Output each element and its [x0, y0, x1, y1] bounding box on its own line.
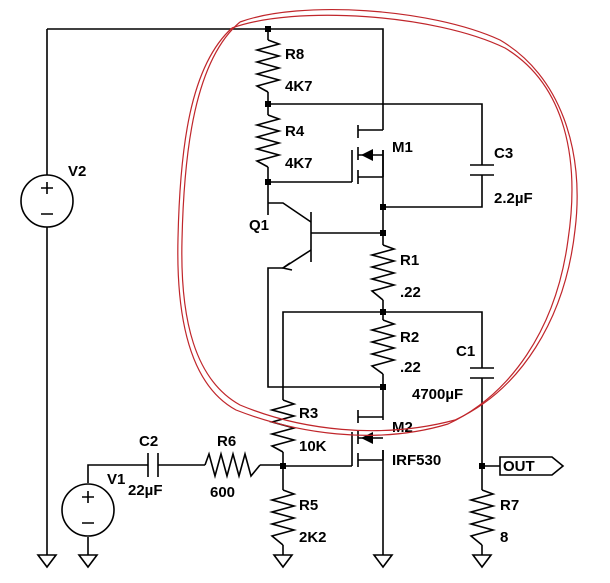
label-r8-value: 4K7 [285, 78, 313, 95]
label-c3-ref: C3 [494, 145, 513, 162]
resistor-r6 [204, 450, 261, 480]
red-circle-annotation [177, 9, 578, 436]
transistor-q1 [268, 202, 312, 271]
label-r4-ref: R4 [285, 123, 305, 140]
capacitor-c1 [470, 367, 494, 379]
resistors [204, 39, 497, 546]
label-m2-ref: M2 [392, 419, 413, 436]
resistor-r7 [467, 489, 497, 546]
label-c1-value: 4700µF [412, 386, 463, 403]
resistor-r3 [268, 399, 298, 453]
label-r6-value: 600 [210, 484, 235, 501]
transistor-m2 [351, 410, 384, 467]
label-r5-ref: R5 [299, 497, 318, 514]
label-c1-ref: C1 [456, 343, 475, 360]
ground-r5 [272, 554, 294, 569]
resistor-r2 [368, 319, 398, 375]
capacitors [147, 164, 494, 477]
label-m2-value: IRF530 [392, 452, 441, 469]
resistor-r4 [253, 114, 283, 168]
label-v2-ref: V2 [68, 163, 86, 180]
label-c2-value: 22µF [128, 482, 163, 499]
ground-r7 [471, 554, 493, 569]
wire-c3-bottom [383, 175, 483, 208]
label-r4-value: 4K7 [285, 155, 313, 172]
ground-m2 [372, 554, 394, 569]
label-r7-value: 8 [500, 529, 508, 546]
label-r1-value: .22 [400, 284, 421, 301]
label-r5-value: 2K2 [299, 529, 327, 546]
resistor-r1 [368, 244, 398, 301]
wire-midpoint-c1 [383, 311, 483, 368]
label-m1-ref: M1 [392, 139, 413, 156]
label-r8-ref: R8 [285, 46, 304, 63]
wire-v1-c2 [87, 464, 148, 483]
resistor-r8 [253, 39, 283, 93]
voltage-source-v2 [20, 174, 74, 228]
wire-q1-emitter [267, 267, 383, 388]
capacitor-c3 [470, 164, 494, 176]
voltage-sources [20, 174, 115, 537]
junction-nodes [265, 26, 485, 469]
label-c2-ref: C2 [139, 433, 158, 450]
label-r3-value: 10K [299, 438, 327, 455]
wire-top-rail [47, 28, 384, 130]
label-r3-ref: R3 [299, 405, 318, 422]
label-r2-ref: R2 [400, 329, 419, 346]
net-label-out: OUT [499, 456, 565, 476]
ground-v1 [77, 554, 99, 569]
ground-v2 [36, 554, 58, 569]
net-label-out-text: OUT [503, 458, 535, 475]
transistor-m1 [351, 125, 384, 184]
capacitor-c2 [147, 453, 159, 477]
label-r7-ref: R7 [500, 497, 519, 514]
label-v1-ref: V1 [107, 471, 125, 488]
label-r6-ref: R6 [217, 433, 236, 450]
component-labels: R8 4K7 R4 4K7 M1 C3 2.2µF V2 Q1 R1 .22 R… [68, 46, 533, 546]
wire-c3-top [268, 103, 483, 165]
label-q1-ref: Q1 [249, 217, 269, 234]
resistor-r5 [268, 489, 298, 546]
wire-midpoint-loop [282, 311, 383, 400]
label-r2-value: .22 [400, 359, 421, 376]
grounds [36, 554, 493, 569]
label-c3-value: 2.2µF [494, 190, 533, 207]
wires [46, 28, 500, 555]
label-r1-ref: R1 [400, 252, 419, 269]
voltage-source-v1 [61, 483, 115, 537]
